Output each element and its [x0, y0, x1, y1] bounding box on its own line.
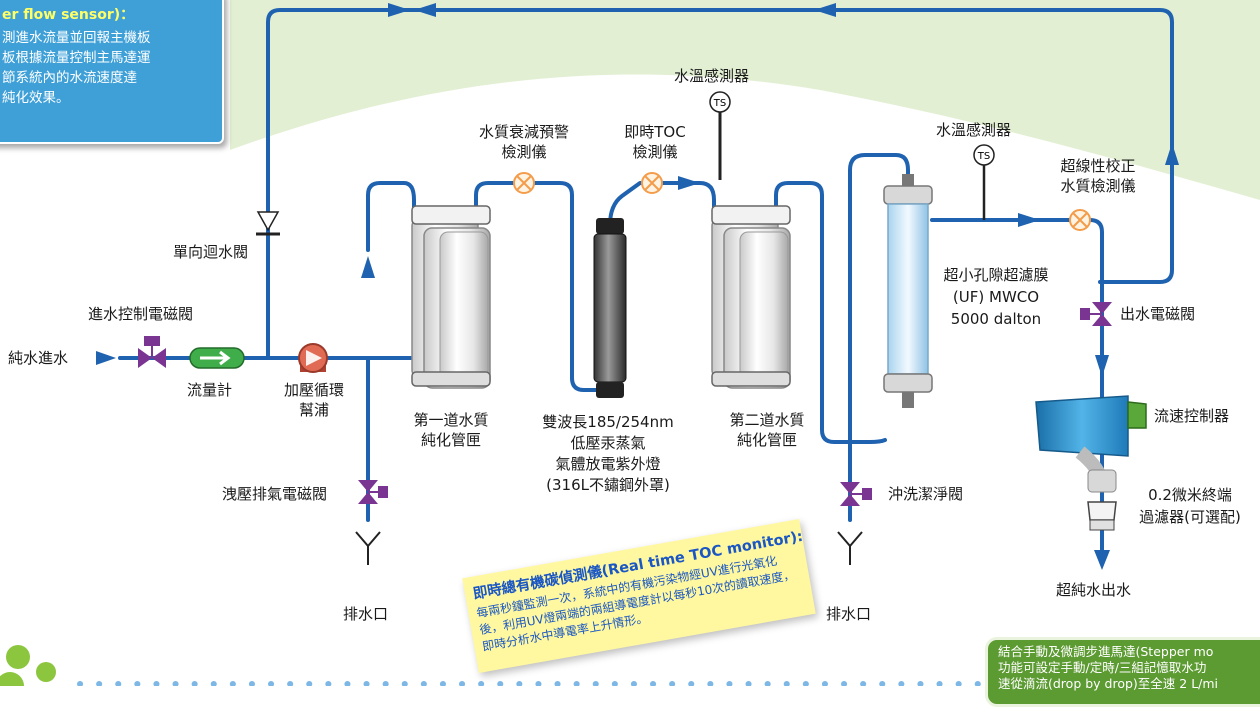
flow-sensor-note-body: 測進水流量並回報主機板 板根據流量控制主馬達運 節系統內的水流速度達 純化效果。 — [2, 30, 151, 106]
outlet-solenoid-valve-icon[interactable] — [1080, 302, 1112, 326]
final-filter-icon — [1087, 501, 1117, 531]
bottom-dotted-decoration — [0, 645, 56, 700]
temp-sensor-top-icon: TS — [709, 91, 731, 180]
label-final-filter: 0.2微米終端 過濾器(可選配) — [1139, 486, 1241, 526]
background-green-shape — [230, 0, 1260, 200]
temp-sensor-right-icon: TS — [973, 144, 995, 220]
inlet-solenoid-valve-icon[interactable] — [138, 336, 166, 368]
flush-valve-icon[interactable] — [840, 482, 872, 506]
label-drain-left: 排水口 — [343, 605, 389, 623]
label-cartridge-1: 第一道水質 純化管匣 — [413, 411, 489, 449]
flow-arrows — [96, 3, 1179, 570]
label-booster-pump: 加壓循環 幫浦 — [283, 381, 344, 419]
toc-meter-icon — [641, 172, 663, 194]
label-quality-alarm: 水質衰減預警 檢測儀 — [478, 123, 569, 161]
quality-alarm-meter-icon — [513, 172, 535, 194]
label-flush-valve: 沖洗潔淨閥 — [888, 485, 964, 503]
label-inlet-valve: 進水控制電磁閥 — [88, 305, 194, 323]
flow-controller-icon[interactable] — [1035, 395, 1147, 493]
drain-outlet-left-icon — [355, 531, 381, 565]
label-ultrapure-out: 超純水出水 — [1056, 581, 1132, 599]
svg-text:TS: TS — [713, 98, 726, 109]
label-flow-meter: 流量計 — [187, 381, 233, 399]
label-cartridge-2: 第二道水質 純化管匣 — [729, 411, 805, 449]
flow-meter-icon — [189, 347, 245, 369]
label-linear-meter: 超線性校正 水質檢測儀 — [1060, 157, 1136, 195]
label-uf-membrane: 超小孔隙超濾膜 (UF) MWCO 5000 dalton — [943, 266, 1049, 328]
drain-solenoid-valve-icon[interactable] — [358, 480, 388, 504]
svg-text:TS: TS — [977, 151, 990, 162]
check-valve-icon[interactable] — [256, 211, 280, 236]
uv-lamp — [593, 218, 627, 398]
linear-meter-icon — [1069, 209, 1091, 231]
booster-pump-icon — [298, 343, 328, 373]
stepper-note-body: 結合手動及微調步進馬達(Stepper mo 功能可設定手動/定時/三組記憶取水… — [998, 644, 1219, 691]
label-temp-sensor-top: 水溫感測器 — [674, 67, 750, 85]
label-check-valve: 單向迴水閥 — [173, 243, 249, 261]
cartridge-1 — [411, 205, 491, 389]
flow-sensor-note-title: er flow sensor)： — [2, 7, 135, 23]
label-temp-sensor-right: 水溫感測器 — [936, 121, 1012, 139]
cartridge-2 — [711, 205, 791, 389]
flow-sensor-note: er flow sensor)： 測進水流量並回報主機板 板根據流量控制主馬達運… — [0, 0, 224, 144]
stepper-note: 結合手動及微調步進馬達(Stepper mo 功能可設定手動/定時/三組記憶取水… — [985, 637, 1260, 707]
label-outlet-valve: 出水電磁閥 — [1120, 305, 1196, 323]
label-drain-right: 排水口 — [826, 605, 872, 623]
label-pure-water-in: 純水進水 — [8, 349, 69, 367]
drain-outlet-right-icon — [837, 531, 863, 565]
label-toc-monitor: 即時TOC 檢測儀 — [624, 123, 686, 161]
label-drain-valve: 洩壓排氣電磁閥 — [222, 485, 328, 503]
label-uv-lamp: 雙波長185/254nm 低壓汞蒸氣 氣體放電紫外燈 (316L不鏽鋼外罩) — [542, 413, 674, 494]
label-flow-controller: 流速控制器 — [1154, 407, 1230, 425]
uf-membrane — [883, 174, 933, 408]
